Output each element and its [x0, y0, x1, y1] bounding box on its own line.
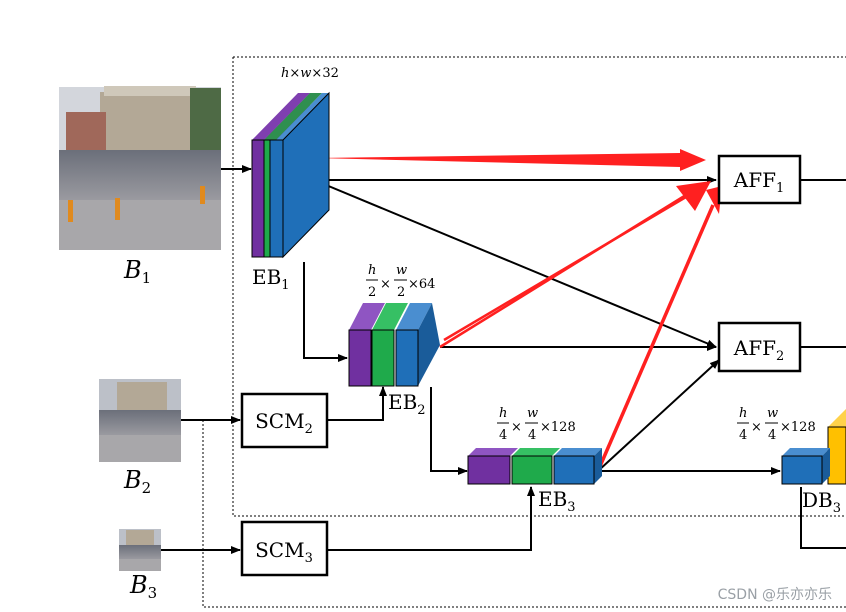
decoder-block-db3: [781, 409, 846, 485]
image-label-b3: B3: [129, 571, 157, 602]
input-image-b2: [99, 379, 181, 462]
svg-text:SCM2: SCM2: [255, 409, 313, 437]
svg-text:w: w: [396, 263, 407, 278]
svg-text:DB3: DB3: [802, 488, 841, 516]
svg-text:×: ×: [751, 420, 762, 435]
svg-text:EB2: EB2: [388, 390, 426, 418]
image-label-b2: B2: [123, 466, 151, 497]
svg-text:4: 4: [499, 428, 507, 443]
svg-text:×: ×: [380, 277, 391, 292]
eb3-label: EB3: [538, 487, 576, 515]
eb1-label: EB1: [252, 265, 290, 293]
encoder-block-eb1: [251, 91, 330, 259]
aff1-box: AFF1: [717, 154, 802, 205]
eb3-dims: h 4 × w 4 ×128: [497, 406, 576, 443]
db3-label: DB3: [802, 488, 841, 516]
red-arrows: [316, 149, 722, 472]
svg-text:h: h: [739, 406, 747, 421]
db3-dims: h 4 × w 4 ×128: [737, 406, 816, 443]
eb2-label: EB2: [388, 390, 426, 418]
scm2-box: SCM2: [240, 392, 329, 449]
aff2-box: AFF2: [717, 321, 802, 373]
svg-text:w: w: [527, 406, 538, 421]
svg-text:EB3: EB3: [538, 487, 576, 515]
encoder-block-eb3: [467, 448, 602, 485]
scm3-box: SCM3: [240, 520, 329, 577]
svg-text:AFF2: AFF2: [733, 336, 784, 364]
csdn-watermark: CSDN @乐亦亦乐: [717, 587, 832, 603]
svg-text:×128: ×128: [780, 420, 816, 435]
svg-text:2: 2: [368, 285, 376, 300]
svg-text:AFF1: AFF1: [733, 168, 784, 196]
svg-text:4: 4: [768, 428, 776, 443]
svg-text:h×w×32: h×w×32: [281, 66, 339, 81]
svg-text:×: ×: [511, 420, 522, 435]
svg-text:h: h: [499, 406, 507, 421]
image-label-b1: B1: [123, 256, 151, 287]
svg-text:×64: ×64: [408, 277, 435, 292]
svg-text:w: w: [767, 406, 778, 421]
eb1-dims: h×w×32: [281, 66, 339, 81]
input-image-b1: [59, 86, 221, 250]
svg-text:4: 4: [528, 428, 536, 443]
encoder-block-eb2: [348, 303, 440, 387]
svg-text:h: h: [368, 263, 376, 278]
connection-lines: [161, 165, 846, 554]
svg-text:B1: B1: [123, 256, 151, 287]
svg-text:EB1: EB1: [252, 265, 290, 293]
svg-text:4: 4: [739, 428, 747, 443]
eb2-dims: h 2 × w 2 ×64: [366, 263, 435, 300]
svg-text:B2: B2: [123, 466, 151, 497]
svg-text:2: 2: [397, 285, 405, 300]
svg-text:SCM3: SCM3: [255, 538, 313, 566]
svg-text:×128: ×128: [540, 420, 576, 435]
svg-text:B3: B3: [129, 571, 157, 602]
dotted-group-frames: [202, 56, 846, 608]
input-image-b3: [119, 529, 161, 571]
